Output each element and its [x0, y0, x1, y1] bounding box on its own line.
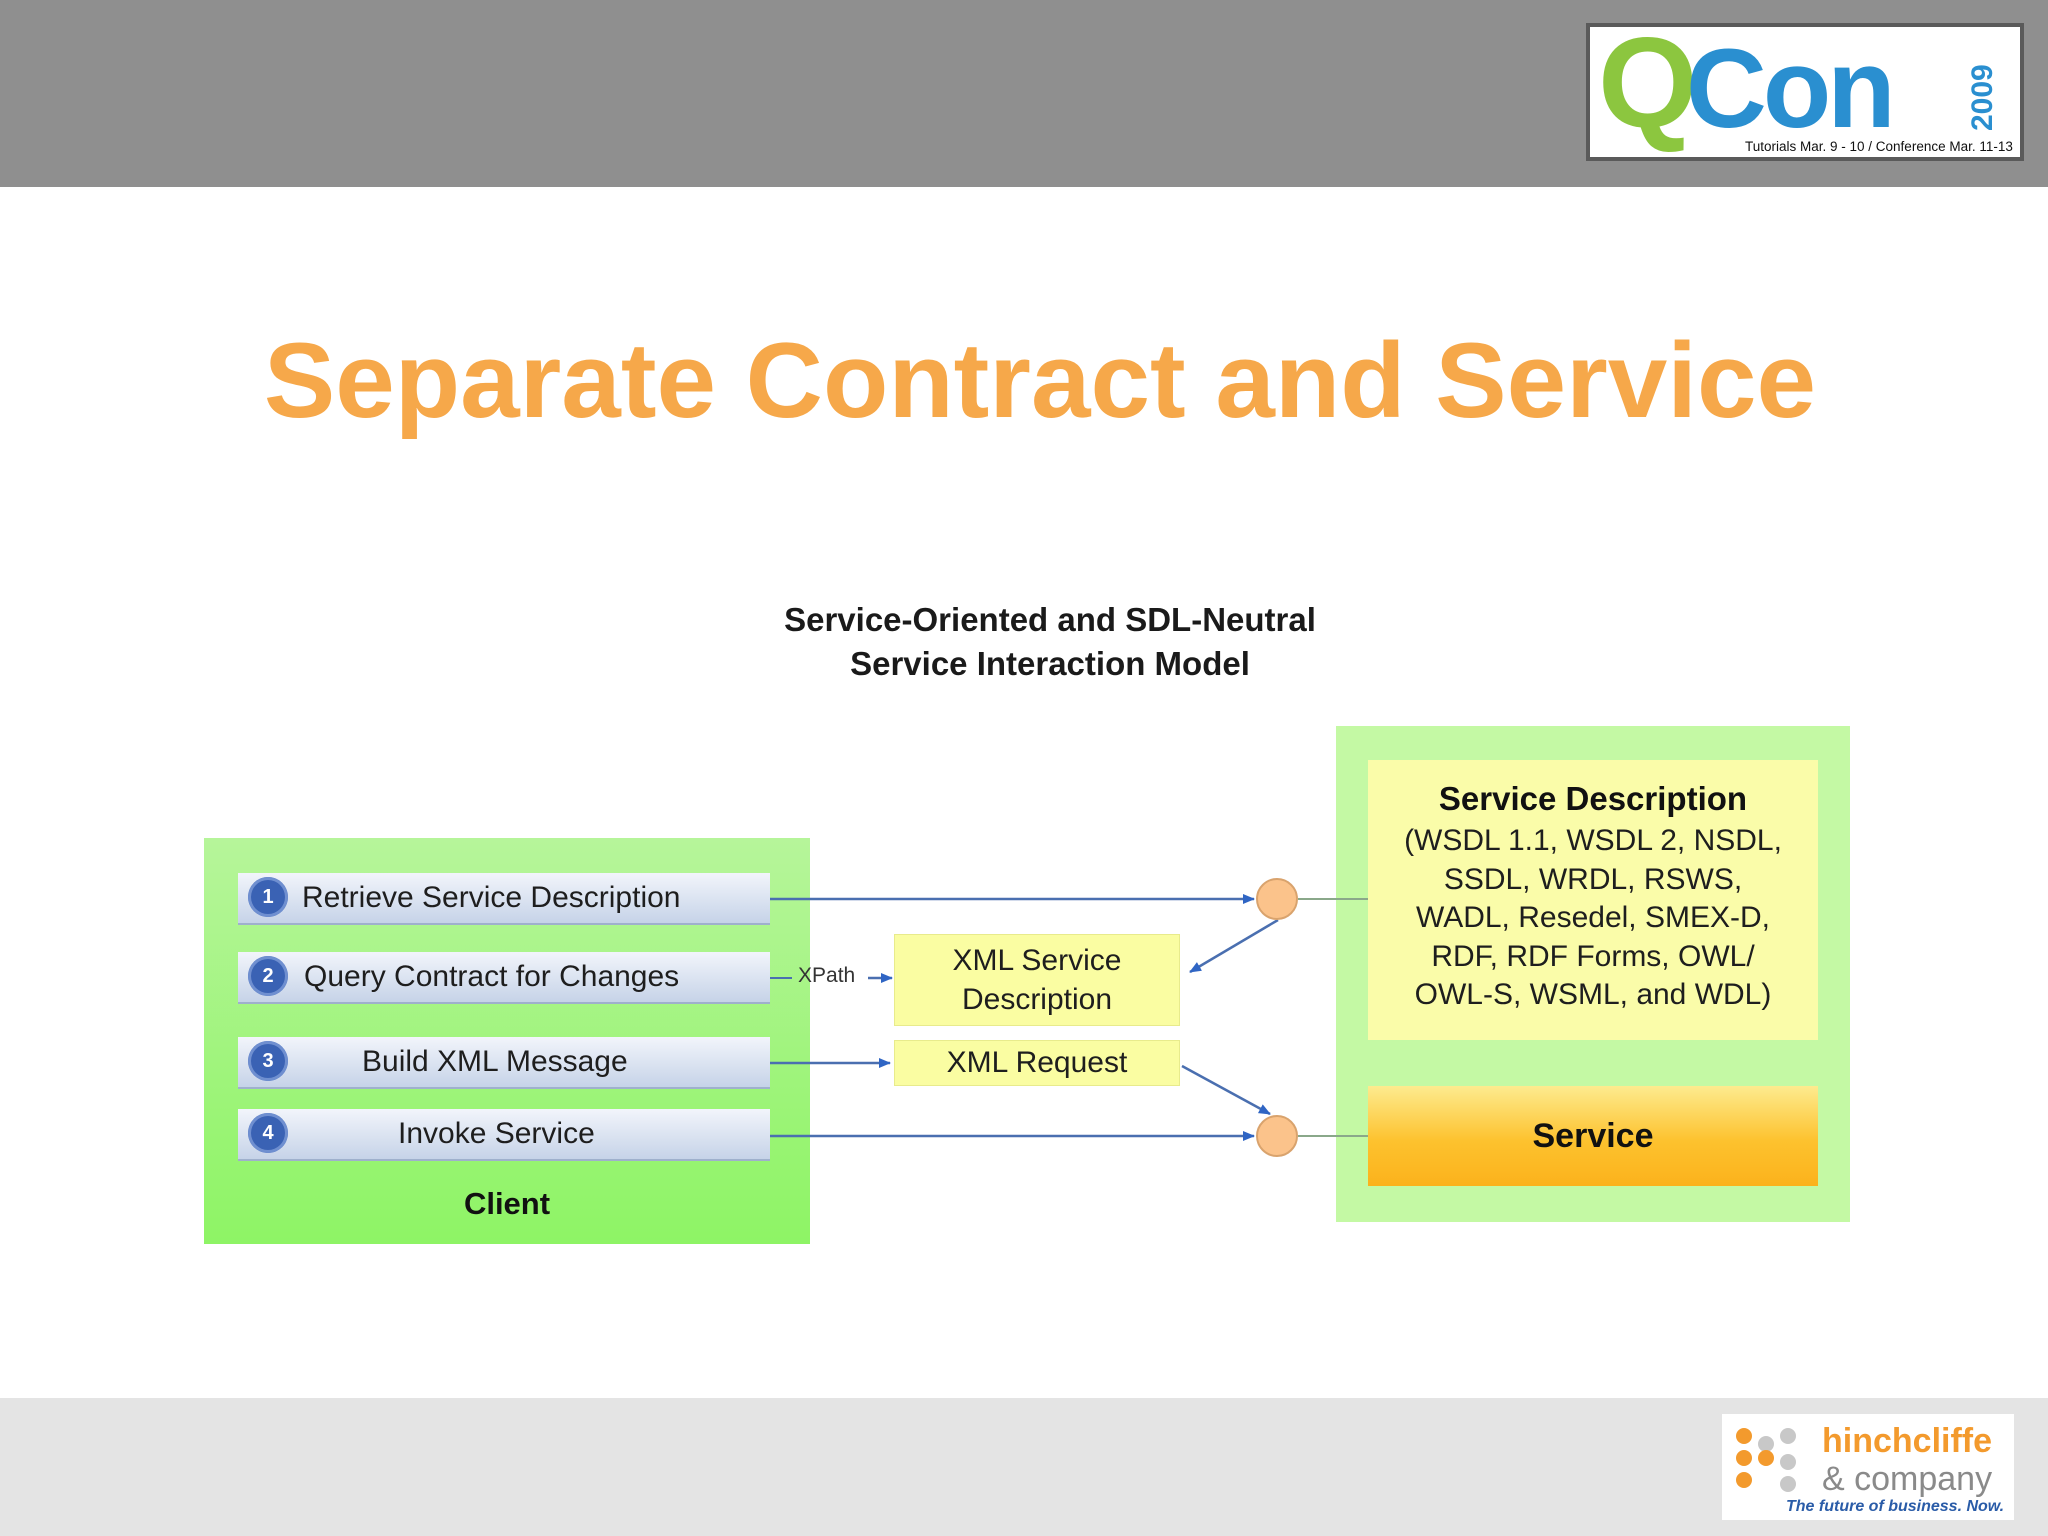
hinchcliffe-logo — [1722, 1414, 2014, 1520]
slide-title: Separate Contract and Service — [263, 320, 1817, 440]
hinchcliffe-tagline: The future of business. Now. — [1786, 1498, 2005, 1515]
service-description-formats: (WSDL 1.1, WSDL 2, NSDL, SSDL, WRDL, RSW… — [1378, 822, 1808, 1015]
service-label: Service — [1532, 1117, 1654, 1155]
logo-dot — [1758, 1436, 1774, 1452]
logo-dot — [1758, 1450, 1774, 1466]
qcon-con-letters: Con — [1686, 27, 1892, 151]
client-label: Client — [463, 1186, 551, 1221]
xml-service-description-box — [894, 934, 1180, 1026]
qcon-q-letter: Q — [1598, 27, 1698, 155]
step-retrieve-service-description: 1 Retrieve Service Description — [238, 873, 770, 923]
step-label: Build XML Message — [362, 1045, 628, 1078]
logo-dot — [1736, 1428, 1752, 1444]
xml-service-description-label: XML Service Description — [894, 934, 1180, 1019]
xpath-label: XPath — [798, 964, 856, 987]
step-query-contract: 2 Query Contract for Changes — [238, 952, 770, 1002]
step-label: Invoke Service — [398, 1117, 595, 1150]
xml-request-label: XML Request — [946, 1046, 1128, 1079]
xml-service-description-line1: XML Service — [952, 944, 1122, 977]
xml-service-description-line2: Description — [961, 983, 1113, 1016]
logo-dot — [1780, 1476, 1796, 1492]
footer-bar — [0, 1398, 2048, 1536]
step-number-badge: 3 — [248, 1041, 288, 1081]
step-label: Retrieve Service Description — [302, 881, 681, 914]
step-invoke-service: 4 Invoke Service — [238, 1109, 770, 1159]
step-build-xml-message: 3 Build XML Message — [238, 1037, 770, 1087]
service-description-box — [1368, 760, 1818, 1040]
hinchcliffe-name: hinchcliffe — [1822, 1422, 1993, 1460]
logo-dot — [1780, 1428, 1796, 1444]
description-port — [1256, 878, 1298, 920]
diagram-title: Service-Oriented and SDL-Neutral Service… — [700, 598, 1400, 686]
step-number-badge: 1 — [248, 877, 288, 917]
format-line: OWL-S, WSML, and WDL) — [1414, 978, 1772, 1011]
arrow-xml-request-to-port — [1181, 1064, 1271, 1116]
service-port — [1256, 1115, 1298, 1157]
step-number-badge: 4 — [248, 1113, 288, 1153]
format-line: WADL, Resedel, SMEX-D, — [1416, 901, 1770, 934]
format-line: SSDL, WRDL, RSWS, — [1443, 862, 1743, 896]
arrow-port-to-xml-description — [1189, 918, 1279, 974]
xml-request-box — [894, 1040, 1180, 1086]
format-line: (WSDL 1.1, WSDL 2, NSDL, — [1404, 824, 1782, 857]
format-line: RDF, RDF Forms, OWL/ — [1431, 939, 1755, 973]
logo-dot — [1736, 1472, 1752, 1488]
step-label: Query Contract for Changes — [304, 960, 680, 993]
qcon-wordmark: Q Con 2009 — [1598, 12, 1999, 155]
hinchcliffe-company: & company — [1822, 1460, 1993, 1498]
logo-dot — [1780, 1454, 1796, 1470]
service-box — [1368, 1086, 1818, 1186]
qcon-logo: Q Con 2009 — [1586, 12, 2024, 161]
diagram-title-line1: Service-Oriented and SDL-Neutral — [784, 601, 1316, 638]
service-description-title: Service Description — [1438, 780, 1748, 817]
step-number-badge: 2 — [248, 956, 288, 996]
logo-dot — [1736, 1450, 1752, 1466]
qcon-year: 2009 — [1966, 64, 1999, 131]
diagram-title-line2: Service Interaction Model — [850, 645, 1250, 682]
qcon-tagline: Tutorials Mar. 9 - 10 / Conference Mar. … — [1745, 139, 2013, 154]
